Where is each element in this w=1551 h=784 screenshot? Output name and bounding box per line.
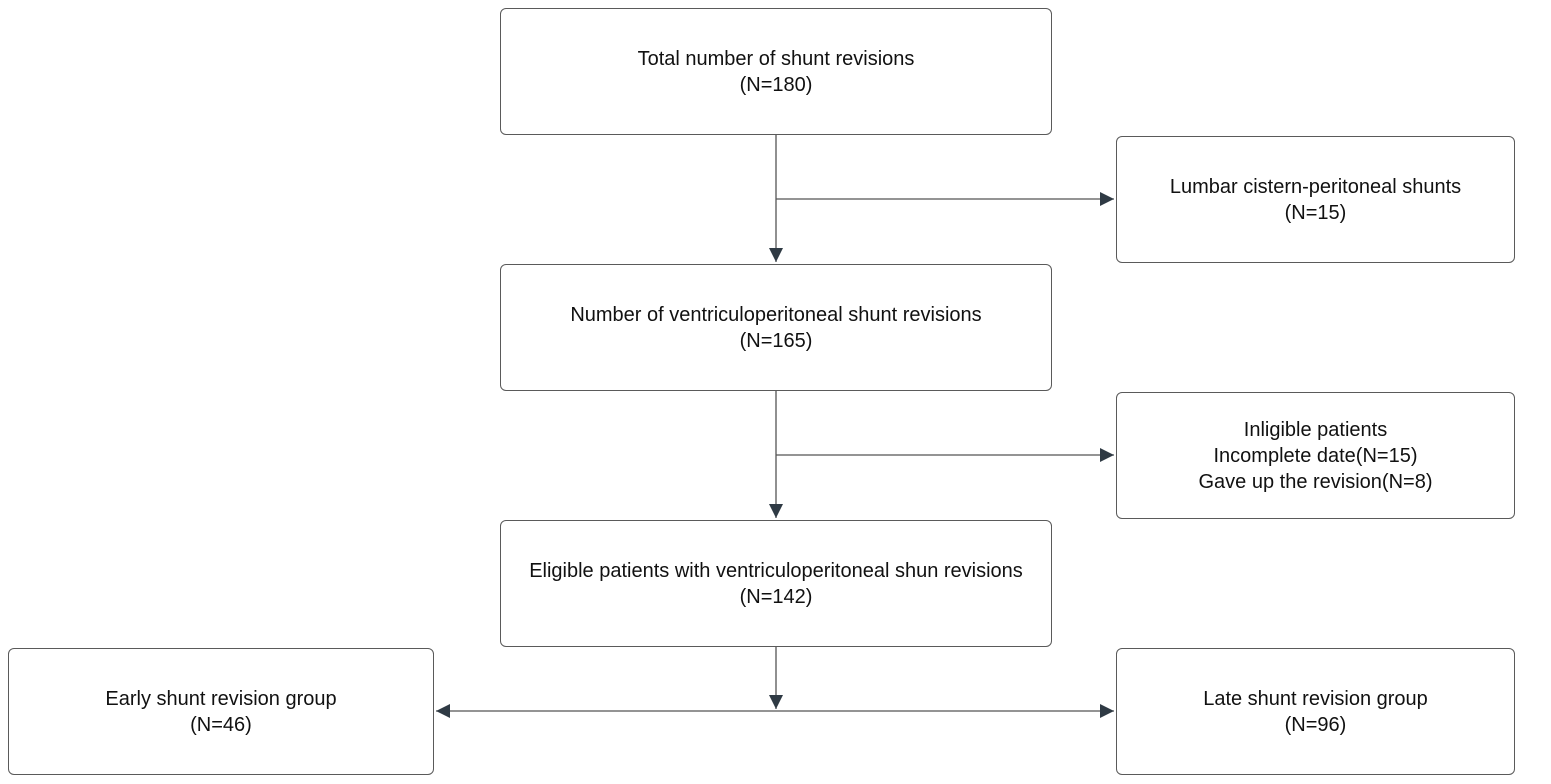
early-title: Early shunt revision group	[105, 687, 337, 710]
vp-title: Number of ventriculoperitoneal shunt rev…	[570, 303, 982, 326]
eligible-title: Eligible patients with ventriculoperiton…	[529, 559, 1023, 582]
ineligible-title: Inligible patients	[1243, 418, 1388, 441]
early-revision-group-box: Early shunt revision group (N=46)	[8, 648, 434, 775]
vp-count: (N=165)	[739, 329, 813, 352]
total-count: (N=180)	[739, 73, 813, 96]
ineligible-line-gave-up: Gave up the revision(N=8)	[1198, 470, 1433, 493]
ineligible-patients-box: Inligible patients Incomplete date(N=15)…	[1116, 392, 1515, 519]
late-title: Late shunt revision group	[1203, 687, 1428, 710]
total-title: Total number of shunt revisions	[637, 47, 915, 70]
eligible-patients-box: Eligible patients with ventriculoperiton…	[500, 520, 1052, 647]
early-count: (N=46)	[190, 713, 252, 736]
late-revision-group-box: Late shunt revision group (N=96)	[1116, 648, 1515, 775]
eligible-count: (N=142)	[739, 585, 813, 608]
vp-shunt-revisions-box: Number of ventriculoperitoneal shunt rev…	[500, 264, 1052, 391]
lumbar-count: (N=15)	[1284, 201, 1347, 224]
lumbar-shunts-box: Lumbar cistern-peritoneal shunts (N=15)	[1116, 136, 1515, 263]
lumbar-title: Lumbar cistern-peritoneal shunts	[1169, 175, 1462, 198]
ineligible-line-incomplete: Incomplete date(N=15)	[1213, 444, 1418, 467]
total-shunt-revisions-box: Total number of shunt revisions (N=180)	[500, 8, 1052, 135]
late-count: (N=96)	[1284, 713, 1347, 736]
